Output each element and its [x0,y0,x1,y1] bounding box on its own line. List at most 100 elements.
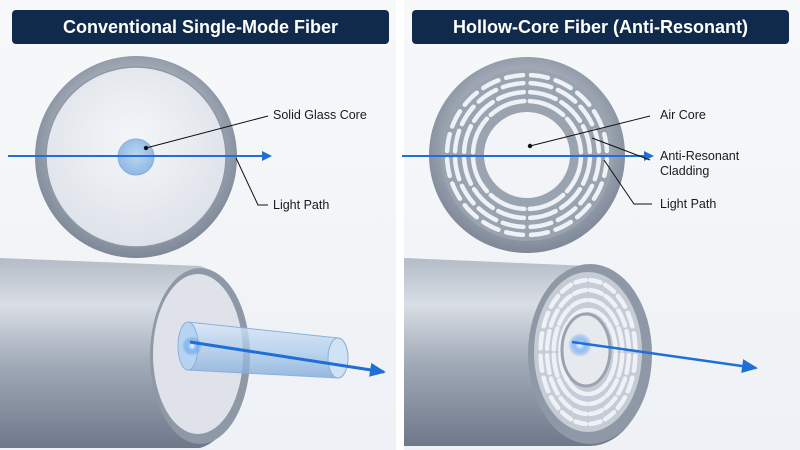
hollow-fiber-3d-view [404,258,652,446]
anti-resonant-segment [488,192,527,212]
anti-resonant-segment [587,307,609,324]
solid-glass-core-label: Solid Glass Core [273,108,367,122]
anti-resonant-segment [556,306,572,327]
anti-resonant-segment [476,87,499,104]
anti-resonant-segment [573,277,588,285]
anti-resonant-segment [573,419,588,427]
anti-resonant-segment [574,202,592,220]
anti-resonant-segment [570,396,589,407]
anti-resonant-segment [461,124,474,155]
anti-resonant-segment [624,352,632,376]
light-path-label-right: Light Path [660,197,717,211]
light-glow-left [182,336,202,356]
anti-resonant-segment [578,104,595,127]
anti-resonant-segment [580,155,593,186]
anti-resonant-segment [462,90,480,108]
anti-resonant-segment [481,219,501,233]
anti-resonant-segment [606,351,618,383]
anti-resonant-segment [548,293,561,310]
anti-resonant-segment [604,306,620,327]
anti-resonant-segment [558,293,573,309]
anti-resonant-segment [587,408,604,417]
anti-resonant-segment [587,287,604,296]
light-path-callout-line-right [603,159,652,205]
anti-resonant-segment [527,89,558,102]
anti-resonant-segment [538,353,545,374]
anti-resonant-segment [496,89,527,102]
anti-resonant-segment [551,352,560,378]
anti-resonant-segment [603,293,618,309]
anti-resonant-segment [444,156,453,179]
anti-resonant-segment [603,395,618,411]
anti-resonant-segment [572,408,589,417]
anti-resonant-segment [624,328,632,352]
anti-resonant-segment [558,186,583,211]
anti-resonant-segment [587,380,609,397]
anti-resonant-segment [476,206,499,223]
anti-resonant-segment [544,328,552,352]
anti-resonant-segment [528,80,554,90]
anti-resonant-segment [631,330,638,351]
anti-resonant-segment [449,181,463,201]
right-panel-title: Hollow-Core Fiber (Anti-Resonant) [412,10,789,44]
air-core-callout-dot [527,143,533,149]
anti-resonant-segment [556,377,572,398]
anti-resonant-segment [631,353,638,374]
anti-resonant-segment [591,181,605,201]
anti-resonant-segment [559,282,574,294]
anti-resonant-segment [572,287,589,296]
anti-resonant-segment [587,297,606,308]
anti-resonant-segment [564,155,584,194]
anti-resonant-segment [470,155,490,194]
anti-resonant-segment [548,308,560,328]
light-glow-right [568,333,592,357]
anti-resonant-segment [616,308,628,328]
anti-resonant-segment [553,77,573,91]
anti-resonant-segment [461,155,474,186]
anti-resonant-segment [481,77,501,91]
anti-resonant-segment [604,377,620,398]
anti-resonant-segment [592,128,602,154]
anti-resonant-segment [592,156,602,182]
anti-resonant-segment [551,326,560,352]
anti-resonant-segment [527,208,558,221]
anti-resonant-segment [601,131,610,154]
anti-resonant-segment [615,293,628,310]
anti-resonant-segment [567,307,589,324]
anti-resonant-segment [449,109,463,129]
anti-resonant-segment [452,128,462,154]
anti-resonant-segment [527,192,566,212]
anti-resonant-segment [528,229,551,238]
anti-resonant-segment [503,229,526,238]
anti-resonant-segment [555,206,578,223]
anti-resonant-cladding-label: Anti-Resonant Cladding [660,149,740,178]
anti-resonant-segment [587,396,606,407]
anti-resonant-segment [471,186,496,211]
core-callout-dot [143,145,149,151]
anti-resonant-segment [452,156,462,182]
anti-resonant-segment [625,375,635,394]
anti-resonant-segment [496,208,527,221]
anti-resonant-segment [570,297,589,308]
glass-core-tube-end [327,337,349,379]
anti-resonant-segment [602,282,617,294]
anti-resonant-segment [488,98,527,118]
anti-resonant-segment [616,352,625,378]
air-core-callout-line [529,115,651,147]
anti-resonant-segment [553,219,573,233]
light-path-callout-line-left [235,157,268,206]
anti-resonant-segment [548,394,561,411]
light-beam-left-3d [189,340,386,377]
glass-core-tube [187,321,349,379]
anti-resonant-segment [459,104,476,127]
anti-resonant-segment [528,220,554,230]
anti-resonant-segment [471,99,496,124]
solid-fiber-3d-view [0,258,349,448]
light-path-label-left: Light Path [273,198,330,212]
anti-resonant-segment [625,310,635,329]
anti-resonant-tube-rings-3d [538,277,638,427]
anti-resonant-segment [541,375,551,394]
anti-resonant-segment [567,380,589,397]
anti-resonant-segment [544,352,552,376]
